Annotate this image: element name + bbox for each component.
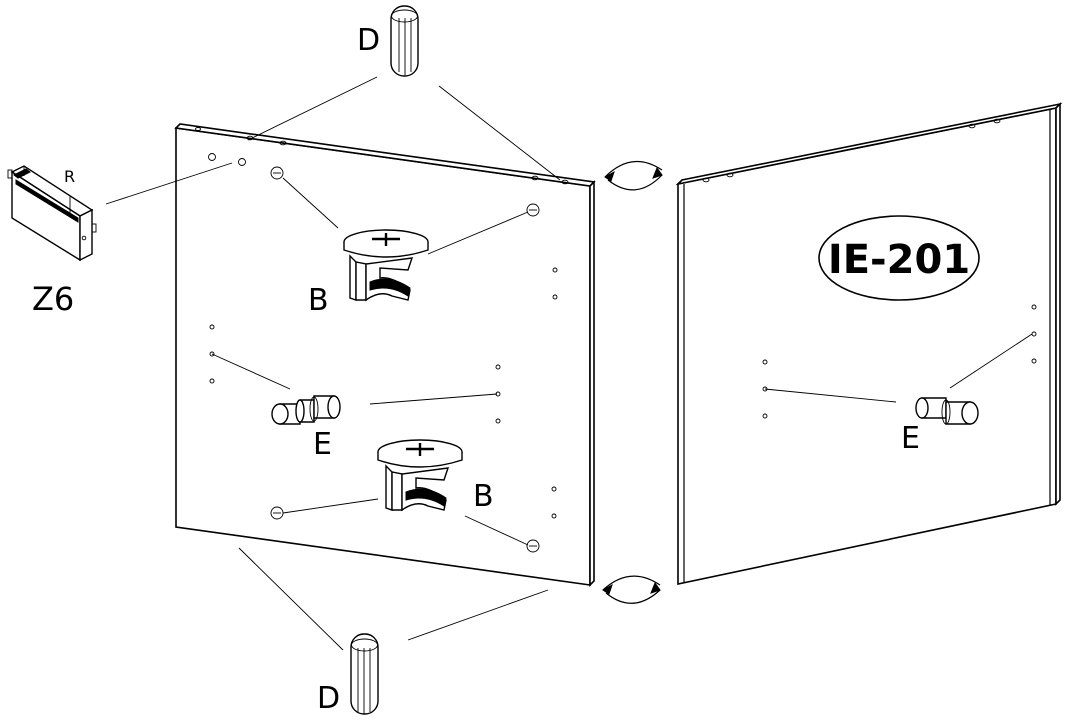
cam-upper-label: B	[308, 283, 329, 318]
left-panel	[174, 123, 596, 587]
dowel-bottom	[350, 633, 379, 715]
cam-lower-label: B	[473, 479, 494, 514]
rotate-arrow-top	[604, 160, 663, 191]
bracket-z6	[7, 165, 97, 262]
text-labels: D D B B E E R Z6 IE-201	[32, 23, 970, 716]
dowel-bottom-label: D	[317, 681, 340, 716]
model-code-label: IE-201	[828, 237, 970, 283]
leader-lines	[105, 76, 1033, 651]
dowel-top	[390, 5, 419, 77]
rotate-arrow-bottom	[602, 575, 661, 604]
connecting-bolt-right	[915, 397, 979, 425]
cam-lock-upper	[343, 229, 429, 302]
cam-lock-lower	[377, 439, 463, 512]
right-panel	[675, 102, 1063, 585]
bracket-code-label: Z6	[32, 280, 74, 318]
connecting-bolt-left	[271, 395, 341, 425]
bracket-letter-label: R	[64, 167, 75, 186]
dowel-top-label: D	[357, 23, 380, 58]
bolt-right-label: E	[901, 421, 920, 456]
bolt-left-label: E	[313, 427, 332, 462]
